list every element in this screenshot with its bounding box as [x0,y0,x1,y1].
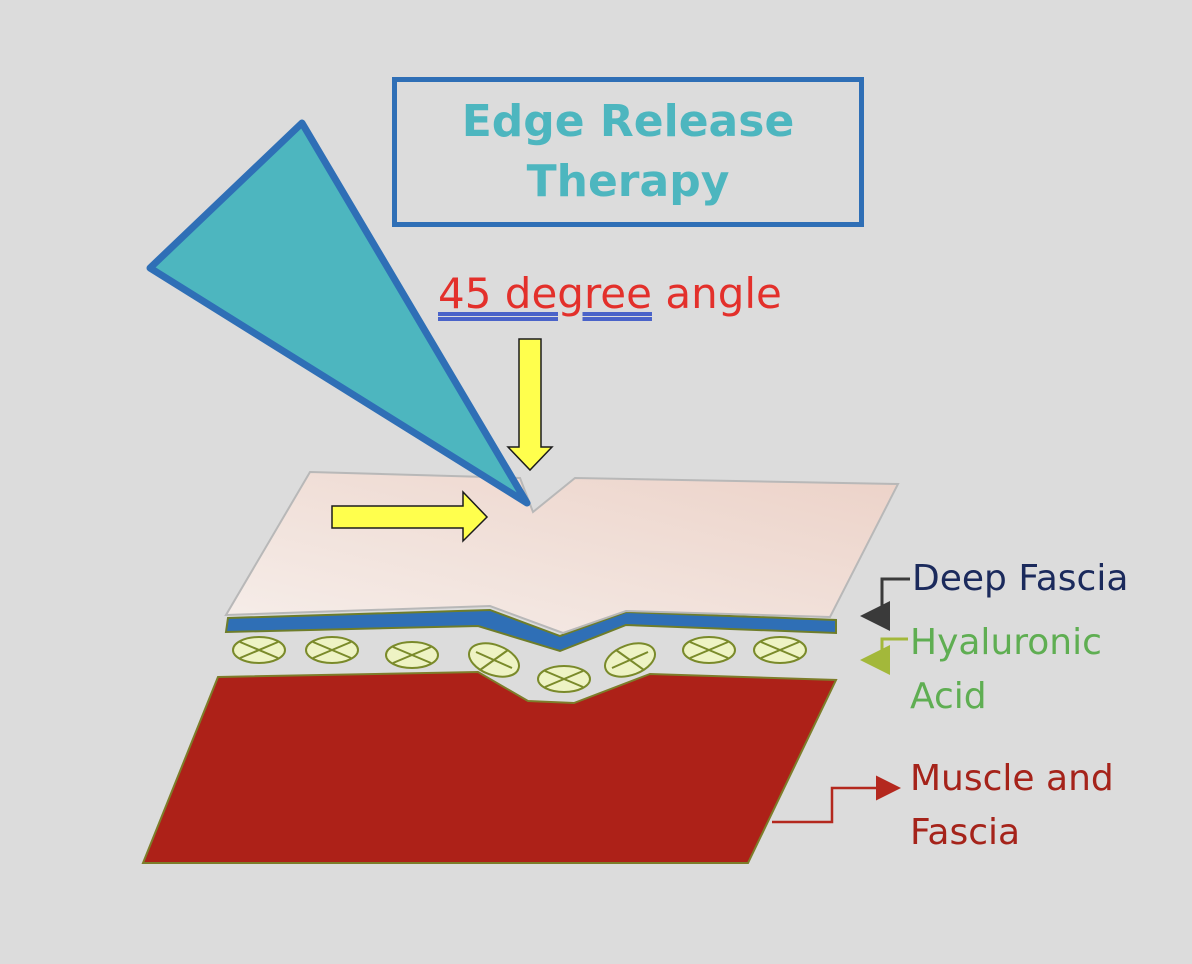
angle-label: 45 degree angle [438,268,782,320]
hyaluronic-cell [233,637,285,663]
title-box: Edge Release Therapy [392,77,864,227]
deep-fascia-connector [866,579,910,616]
hyaluronic-cell [306,637,358,663]
muscle-layer [143,672,836,863]
hyaluronic-connector [866,639,908,660]
hyaluronic-acid-label: Hyaluronic Acid [910,616,1102,724]
angle-label-rest: angle [652,269,782,318]
muscle-and-fascia-label-line-1: Muscle and [910,752,1114,806]
title-line-2: Therapy [527,152,730,212]
muscle-connector [772,788,896,822]
deep-fascia-label: Deep Fascia [912,552,1128,606]
skin-layer [226,472,898,633]
title-line-1: Edge Release [462,92,795,152]
hyaluronic-cell [683,637,735,663]
hyaluronic-cell [754,637,806,663]
muscle-and-fascia-label: Muscle and Fascia [910,752,1114,860]
hyaluronic-acid-label-line-1: Hyaluronic [910,616,1102,670]
hyaluronic-acid-label-line-2: Acid [910,670,1102,724]
hyaluronic-cell [538,666,590,692]
muscle-and-fascia-label-line-2: Fascia [910,806,1114,860]
angle-label-underlined: 45 degree [438,269,652,318]
pressure-arrow-down [508,339,552,470]
hyaluronic-cell [386,642,438,668]
